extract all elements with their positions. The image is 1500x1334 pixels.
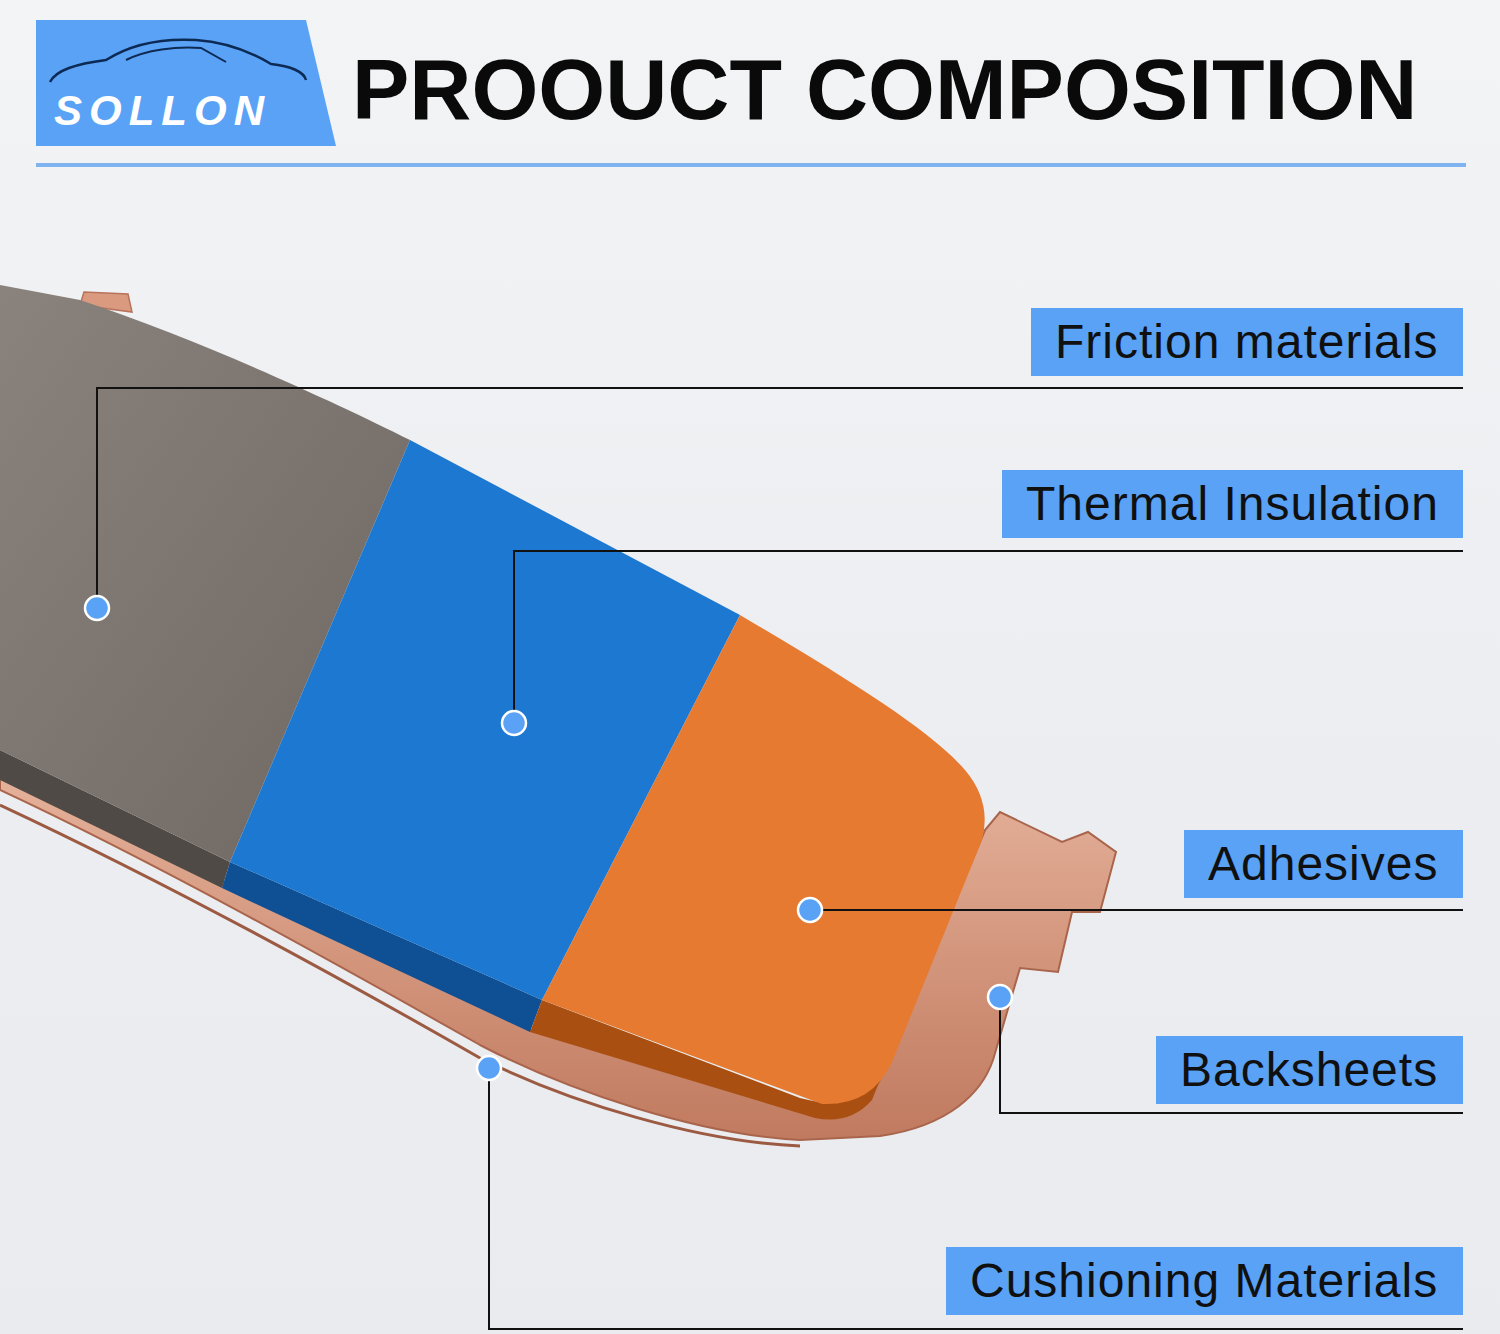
adhesive-layer (542, 615, 985, 1104)
leader-lines (97, 388, 1463, 1329)
marker-dots (85, 596, 1012, 1080)
car-window (126, 48, 226, 63)
marker-dot (477, 1056, 501, 1080)
logo-badge: SOLLON (36, 20, 336, 146)
leader-line (489, 1080, 1463, 1329)
label-text: SOLLON (54, 90, 271, 132)
label-text: Friction materials (1055, 318, 1438, 366)
logo-ground (36, 20, 336, 146)
marker-dot (502, 711, 526, 735)
leader-line (822, 909, 1463, 911)
part-label: Backsheets (1156, 1036, 1463, 1104)
marker-dot (85, 596, 109, 620)
label-text: Backsheets (1180, 1046, 1438, 1094)
header-rule (36, 163, 1466, 167)
page-title: PROOUCT COMPOSITION (352, 46, 1417, 132)
label-text: Thermal Insulation (1026, 480, 1439, 528)
part-label: Cushioning Materials (946, 1247, 1463, 1315)
car-outline (50, 40, 306, 82)
label-text: Adhesives (1208, 840, 1438, 888)
part-label: Adhesives (1184, 830, 1463, 898)
marker-dot (798, 898, 822, 922)
part-label: Thermal Insulation (1002, 470, 1463, 538)
leader-line (1000, 1009, 1463, 1113)
part-label: Friction materials (1031, 308, 1463, 376)
leader-line (97, 388, 1463, 596)
label-text: Cushioning Materials (970, 1257, 1438, 1305)
marker-dot (988, 985, 1012, 1009)
leader-line (514, 551, 1463, 711)
